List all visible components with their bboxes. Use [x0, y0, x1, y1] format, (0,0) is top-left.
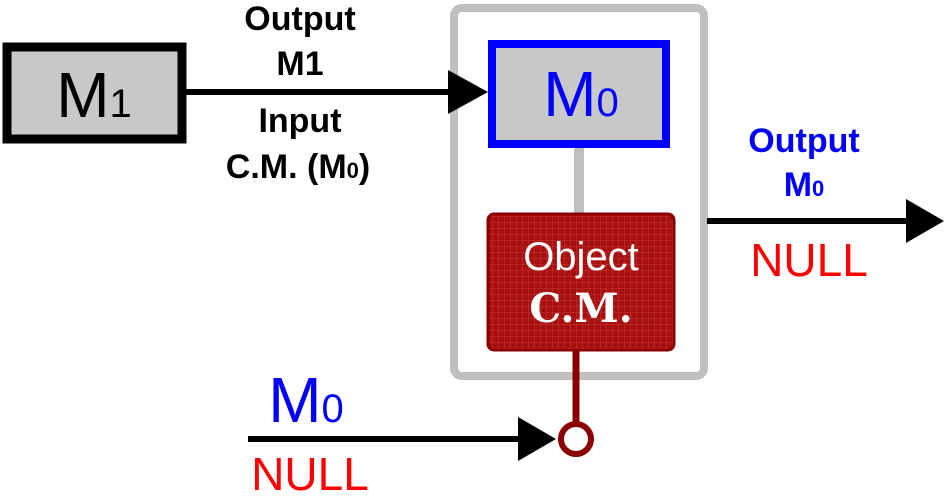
right-output-null-label: NULL — [750, 234, 868, 286]
top-input-value-prefix: C.M. (M — [226, 148, 347, 186]
object-cm-label: C.M. — [529, 285, 632, 332]
top-input-value-suffix: ) — [359, 148, 370, 186]
bottom-input-label-main: M — [268, 364, 321, 436]
top-input-value: C.M. (M0) — [226, 148, 370, 186]
object-label: Object — [523, 235, 639, 279]
bottom-input-label-sub: 0 — [322, 387, 344, 431]
bottom-input-label: M0 — [268, 364, 344, 436]
m0-label-sub: 0 — [597, 81, 619, 125]
input-port-circle — [558, 421, 594, 457]
m0-box — [488, 40, 670, 148]
top-output-label: Output — [244, 0, 355, 38]
top-input-value-sub: 0 — [347, 158, 359, 183]
m1-label-sub: 1 — [110, 82, 132, 126]
m1-label-main: M — [56, 59, 109, 131]
m0-label-main: M — [543, 58, 596, 130]
bottom-input-arrowhead — [518, 417, 556, 461]
right-output-value-sub: 0 — [812, 176, 824, 201]
m1-box — [2, 42, 187, 144]
m1-to-m0-arrowhead — [448, 70, 488, 114]
right-output-label: Output — [748, 122, 859, 160]
right-output-value-main: M — [784, 166, 812, 204]
m1-label: M1 — [56, 59, 132, 131]
right-output-arrowhead — [906, 199, 944, 243]
m0-label: M0 — [543, 58, 619, 130]
object-cm-box — [486, 212, 676, 352]
top-input-label: Input — [258, 102, 341, 140]
bottom-input-null-label: NULL — [251, 448, 369, 496]
top-output-value: M1 — [276, 45, 323, 83]
right-output-value: M0 — [784, 166, 825, 204]
